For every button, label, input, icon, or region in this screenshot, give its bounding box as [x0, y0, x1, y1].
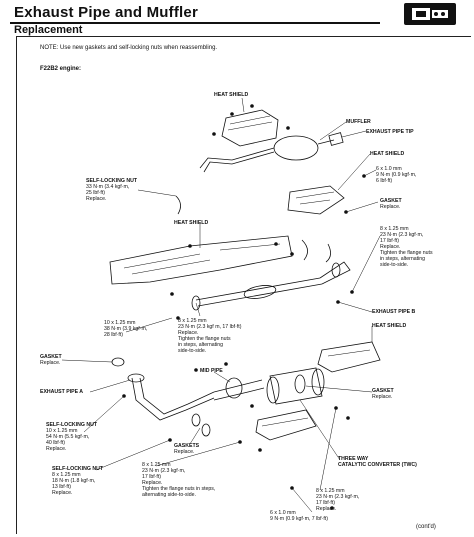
- exhaust-pipe-b: [195, 277, 321, 301]
- gasket-left: [111, 357, 125, 367]
- continued-label: (cont'd): [416, 524, 436, 530]
- twc-heat-shield: [317, 341, 381, 373]
- note-text: NOTE: Use new gaskets and self-locking n…: [40, 45, 218, 51]
- label-gasket-top: GASKET Replace.: [380, 198, 402, 210]
- label-self-locking-nut-33: SELF-LOCKING NUT 33 N·m (3.4 kgf·m, 25 l…: [86, 178, 138, 202]
- gasket-right: [294, 374, 306, 394]
- section-badge-icon: [404, 3, 456, 25]
- floor-heat-shield: [109, 235, 293, 285]
- label-flange-bottom: 8 x 1.25 mm 23 N·m (2.3 kgf·m, 17 lbf·ft…: [142, 462, 216, 498]
- label-heat-shield-right: HEAT SHIELD: [370, 151, 405, 157]
- lower-heat-shield: [255, 409, 317, 441]
- bolts: [122, 104, 366, 510]
- label-gasket-right: GASKET Replace.: [372, 388, 394, 400]
- exhaust-pipe-tip: [328, 132, 344, 146]
- hanger: [301, 239, 308, 261]
- pipe-b-flange: [191, 295, 201, 311]
- mid-pipe: [213, 379, 263, 393]
- label-heat-shield-mid: HEAT SHIELD: [174, 220, 209, 226]
- label-self-locking-nut-54: SELF-LOCKING NUT 10 x 1.25 mm 54 N·m (5.…: [46, 422, 98, 452]
- tail-pipe: [317, 139, 335, 145]
- page-title: Exhaust Pipe and Muffler: [14, 4, 198, 21]
- label-mid-pipe: MID PIPE: [200, 368, 223, 374]
- label-flange-lower-right: 8 x 1.25 mm 23 N·m (2.3 kgf·m, 17 lbf·ft…: [316, 488, 360, 512]
- leader-lines: [61, 97, 381, 513]
- content-frame: [16, 36, 471, 534]
- label-exhaust-pipe-a: EXHAUST PIPE A: [40, 389, 84, 395]
- label-exhaust-pipe-b: EXHAUST PIPE B: [372, 309, 416, 315]
- label-nut-10x125: 10 x 1.25 mm 38 N·m (3.9 kgf·m, 28 lbf·f…: [104, 320, 148, 338]
- muffler-inlet-pipe: [199, 147, 275, 169]
- label-nut-6x1-top: 6 x 1.0 mm 9 N·m (0.9 kgf·m, 6 lbf·ft): [376, 166, 417, 184]
- section-subtitle: Replacement: [14, 24, 83, 36]
- engine-label: F22B2 engine:: [40, 66, 82, 72]
- label-muffler: MUFFLER: [346, 119, 371, 125]
- label-nut-6x1-bottom: 6 x 1.0 mm 9 N·m (0.9 kgf·m, 7 lbf·ft): [270, 510, 328, 522]
- label-self-locking-nut-18: SELF-LOCKING NUT 8 x 1.25 mm 18 N·m (1.8…: [52, 466, 104, 496]
- label-heat-shield-lower-right: HEAT SHIELD: [372, 323, 407, 329]
- upper-right-heat-shield: [287, 185, 345, 215]
- label-gasket-left: GASKET Replace.: [40, 354, 62, 366]
- muffler-heat-shield: [221, 109, 279, 147]
- label-gaskets: GASKETS Replace.: [174, 443, 200, 455]
- muffler: [273, 135, 319, 161]
- three-way-catalytic-converter: [269, 367, 323, 405]
- label-flange-mid: 8 x 1.25 mm 23 N·m (2.3 kgf m, 17 lbf·ft…: [178, 318, 242, 354]
- title-rule: [10, 22, 380, 24]
- label-flange-right: 8 x 1.25 mm 23 N·m (2.3 kgf·m, 17 lbf·ft…: [380, 226, 433, 268]
- label-exhaust-pipe-tip: EXHAUST PIPE TIP: [366, 129, 414, 135]
- exhaust-pipe-a: [131, 377, 215, 421]
- pipe-a-flange: [127, 373, 145, 383]
- label-heat-shield-top: HEAT SHIELD: [214, 92, 249, 98]
- label-twc: THREE WAY CATALYTIC CONVERTER (TWC): [338, 456, 417, 468]
